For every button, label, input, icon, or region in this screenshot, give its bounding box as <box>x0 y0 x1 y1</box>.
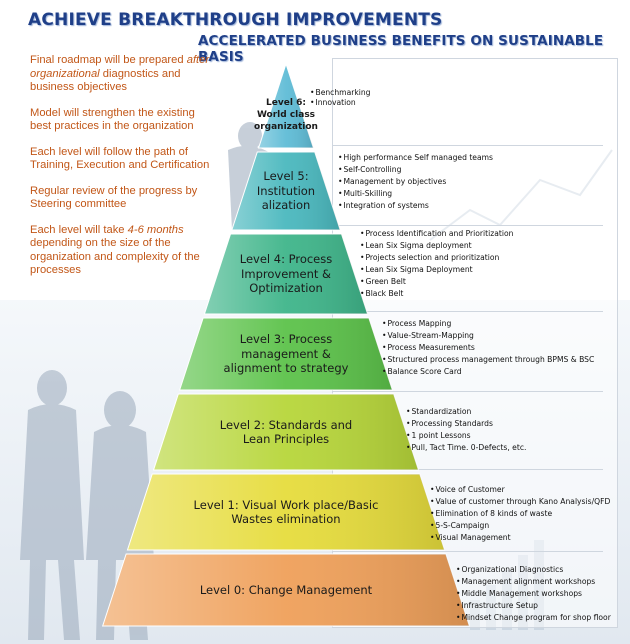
list-item: Lean Six Sigma deployment <box>360 240 513 252</box>
list-item: Projects selection and prioritization <box>360 252 513 264</box>
list-item: Innovation <box>310 98 370 108</box>
list-item: Voice of Customer <box>430 484 610 496</box>
note-5: Each level will take 4-6 months dependin… <box>30 223 200 277</box>
level-label-line: organization <box>254 122 318 132</box>
level-3-activities: Process MappingValue-Stream-MappingProce… <box>382 318 594 378</box>
level-5-activities: High performance Self managed teamsSelf-… <box>338 152 493 212</box>
note-2: Model will strengthen the existing best … <box>30 106 195 133</box>
level-label-line: Improvement & <box>241 266 331 281</box>
list-item: Self-Controlling <box>338 164 493 176</box>
page-subtitle: ACCELERATED BUSINESS BENEFITS ON SUSTAIN… <box>198 33 604 65</box>
level-label-line: Level 6: <box>266 98 306 108</box>
pyramid-level-shading <box>102 554 470 626</box>
level-label-line: World class <box>256 110 316 120</box>
level-label-line: Level 4: Process <box>239 252 333 267</box>
level-6-label: Level 6: World class organization <box>186 97 386 133</box>
list-item: Black Belt <box>360 288 513 300</box>
level-label-line: alization <box>261 198 311 213</box>
table-row-divider <box>333 551 603 552</box>
pyramid-level-shading <box>204 234 368 314</box>
pyramid-level-shading <box>258 64 314 148</box>
list-item: Elimination of 8 kinds of waste <box>430 508 610 520</box>
list-item: Mindset Change program for shop floor <box>456 612 610 624</box>
level-label-line: Level 2: Standards and <box>219 417 353 432</box>
level-0-label: Level 0: Change Management <box>186 583 386 598</box>
level-label-line: Optimization <box>249 281 323 296</box>
list-item: Value-Stream-Mapping <box>382 330 594 342</box>
list-item: Management by objectives <box>338 176 493 188</box>
list-item: Lean Six Sigma Deployment <box>360 264 513 276</box>
list-item: Benchmarking <box>310 88 370 98</box>
level-label-line: Level 3: Process <box>239 332 333 347</box>
table-row-divider <box>333 145 603 146</box>
list-item: 5-S-Campaign <box>430 520 610 532</box>
level-label-line: Level 0: Change Management <box>199 582 373 597</box>
list-item: Infrastructure Setup <box>456 600 611 612</box>
pyramid-level-shading <box>179 318 393 390</box>
list-item: Process Mapping <box>382 318 594 330</box>
list-item: Value of customer through Kano Analysis/… <box>430 496 610 508</box>
level-1-activities: Voice of CustomerValue of customer throu… <box>430 484 610 544</box>
table-row-divider <box>333 469 603 470</box>
list-item: Middle Management workshops <box>456 588 611 600</box>
level-label-line: management & <box>241 346 331 361</box>
table-row-divider <box>333 311 603 312</box>
note-1: Final roadmap will be prepared after org… <box>30 54 210 93</box>
level-label-line: Institution <box>256 183 316 198</box>
list-item: High performance Self managed teams <box>338 152 493 164</box>
level-0-activities: Organizational DiagnosticsManagement ali… <box>456 564 611 624</box>
level-label-line: alignment to strategy <box>223 361 349 376</box>
list-item: Visual Management <box>430 532 610 544</box>
list-item: Organizational Diagnostics <box>456 564 611 576</box>
level-6-activities: BenchmarkingInnovation <box>310 88 370 108</box>
list-item: Multi-Skilling <box>338 188 493 200</box>
notes-panel: Final roadmap will be prepared after org… <box>30 54 210 290</box>
list-item: Integration of systems <box>338 200 493 212</box>
level-label-line: Lean Principles <box>242 432 330 446</box>
table-row-divider <box>333 391 603 392</box>
list-item: 1 point Lessons <box>406 430 526 442</box>
list-item: Process Identification and Prioritizatio… <box>360 228 513 240</box>
list-item: Management alignment workshops <box>456 576 611 588</box>
list-item: Green Belt <box>360 276 513 288</box>
list-item: Structured process management through BP… <box>382 354 594 366</box>
page-title: ACHIEVE BREAKTHROUGH IMPROVEMENTS <box>28 10 443 30</box>
list-item: Processing Standards <box>406 418 526 430</box>
pyramid-level-shading <box>153 394 419 470</box>
list-item: Balance Score Card <box>382 366 594 378</box>
list-item: Standardization <box>406 406 526 418</box>
note-4: Regular review of the progress by Steeri… <box>30 184 198 211</box>
list-item: Pull, Tact Time. 0-Defects, etc. <box>406 442 526 454</box>
level-label-line: Level 5: <box>263 169 309 184</box>
pyramid-level-shading <box>231 152 341 230</box>
level-4-activities: Process Identification and Prioritizatio… <box>360 228 513 300</box>
table-row-divider <box>333 225 603 226</box>
list-item: Process Measurements <box>382 342 594 354</box>
level-2-activities: StandardizationProcessing Standards1 poi… <box>406 406 526 454</box>
level-label-line: Level 1: Visual Work place/Basic <box>193 497 379 512</box>
pyramid-level-shading <box>127 474 445 550</box>
note-3: Each level will follow the path of Train… <box>30 145 210 172</box>
level-label-line: Wastes elimination <box>231 512 341 526</box>
